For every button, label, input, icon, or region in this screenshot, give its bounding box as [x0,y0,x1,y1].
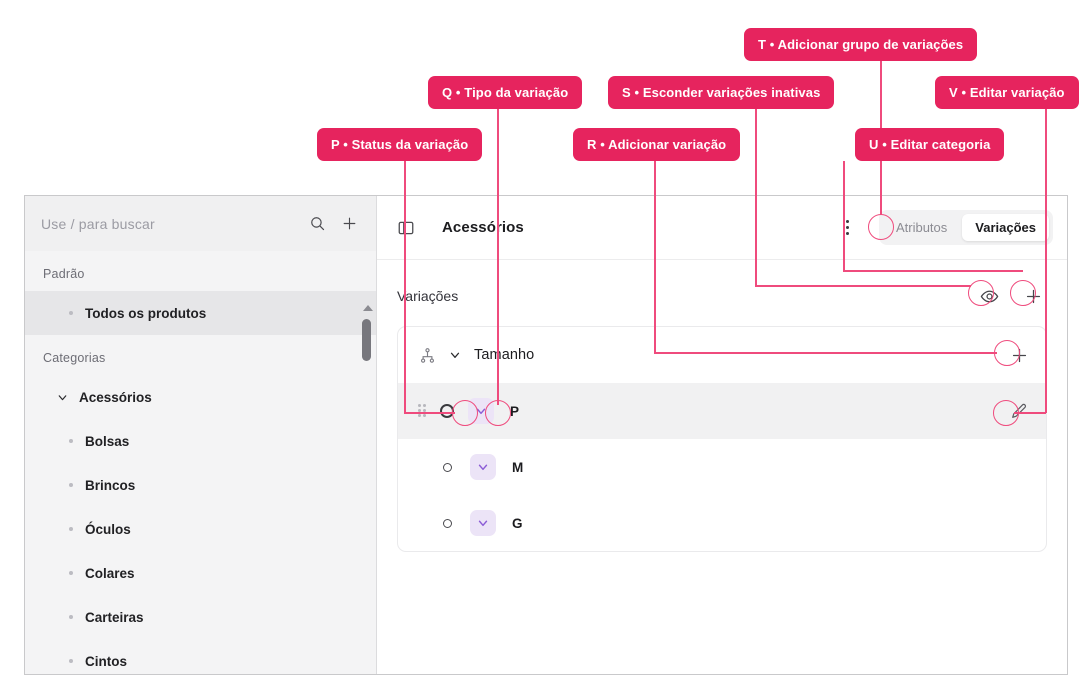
page-title: Acessórios [442,219,524,236]
variation-label: P [510,404,519,419]
eye-icon[interactable] [975,282,1003,310]
sidebar-item-bolsas[interactable]: Bolsas [25,419,376,463]
variation-row-g[interactable]: G [398,495,1046,551]
annotation-badge-v: V • Editar variação [935,76,1079,109]
sidebar-search-bar[interactable]: Use / para buscar [25,196,376,251]
chevron-down-icon[interactable] [55,390,69,404]
sidebar-item-oculos[interactable]: Óculos [25,507,376,551]
bullet-icon [69,571,73,575]
variation-row-m[interactable]: M [398,439,1046,495]
sidebar-item-label: Óculos [85,522,131,537]
sidebar-section-title-categorias: Categorias [25,335,376,375]
connector-s-arm [755,285,971,287]
variation-group-row[interactable]: Tamanho [398,327,1046,383]
bullet-icon [69,483,73,487]
variation-status-icon[interactable] [443,463,452,472]
connector-s [755,109,757,286]
connector-p [404,161,406,413]
tab-variacoes[interactable]: Variações [962,214,1049,241]
pencil-icon[interactable] [1006,398,1032,424]
sidebar-item-label: Carteiras [85,610,144,625]
connector-u [843,161,845,271]
variation-row-p[interactable]: P [398,383,1046,439]
sidebar-item-brincos[interactable]: Brincos [25,463,376,507]
sidebar-item-label: Bolsas [85,434,129,449]
connector-q [497,109,499,405]
sidebar-item-label: Cintos [85,654,127,669]
bullet-icon [69,659,73,663]
sidebar-item-todos-os-produtos[interactable]: Todos os produtos [25,291,376,335]
sidebar-scroll-area: Padrão Todos os produtos Categorias Aces… [25,251,376,674]
main-body: Variações [377,260,1067,674]
variation-type-chevron-icon[interactable] [470,510,496,536]
annotation-badge-q: Q • Tipo da variação [428,76,582,109]
sidebar-scrollbar[interactable] [360,251,374,674]
sidebar-item-colares[interactable]: Colares [25,551,376,595]
main-header: Acessórios Atributos Variações [377,196,1067,260]
bullet-icon [69,439,73,443]
sidebar-section-title-padrao: Padrão [25,251,376,291]
connector-r-arm [654,352,997,354]
variation-label: M [512,460,523,475]
scroll-up-arrow-icon[interactable] [363,305,373,311]
variation-status-icon[interactable] [440,404,454,418]
tab-group: Atributos Variações [879,210,1053,245]
scrollbar-thumb[interactable] [362,319,371,361]
connector-u-arm [843,270,1023,272]
annotation-badge-p: P • Status da variação [317,128,482,161]
plus-icon[interactable] [338,213,360,235]
more-vertical-icon[interactable] [835,215,861,241]
sidebar-item-label: Acessórios [79,390,152,405]
bullet-icon [69,615,73,619]
bullet-icon [69,311,73,315]
sidebar-item-label: Colares [85,566,135,581]
drag-handle-icon[interactable] [418,404,429,418]
hierarchy-icon [418,346,436,364]
sidebar: Use / para buscar Padrão Todos os produ [25,196,377,674]
annotation-badge-u: U • Editar categoria [855,128,1004,161]
sidebar-item-acessorios[interactable]: Acessórios [25,375,376,419]
add-variation-group-plus-icon[interactable] [1019,282,1047,310]
bullet-icon [69,527,73,531]
variation-status-icon[interactable] [443,519,452,528]
annotation-badge-s: S • Esconder variações inativas [608,76,834,109]
variation-type-chevron-icon[interactable] [470,454,496,480]
app-window: Use / para buscar Padrão Todos os produ [24,195,1068,675]
connector-r [654,161,656,353]
main-panel: Acessórios Atributos Variações Variações [377,196,1067,674]
variation-group-name: Tamanho [474,347,534,363]
annotation-badge-r: R • Adicionar variação [573,128,740,161]
add-variation-plus-icon[interactable] [1006,342,1032,368]
connector-v-arm [1014,412,1046,414]
search-icon[interactable] [306,213,328,235]
connector-v [1045,109,1047,413]
search-input[interactable]: Use / para buscar [41,216,296,232]
variation-label: G [512,516,523,531]
variation-type-chevron-icon[interactable] [468,398,494,424]
panel-toggle-icon[interactable] [395,217,417,239]
sidebar-item-label: Brincos [85,478,135,493]
section-title: Variações [397,288,458,304]
tab-atributos[interactable]: Atributos [883,214,960,241]
variation-group-card: Tamanho [397,326,1047,552]
annotation-badge-t: T • Adicionar grupo de variações [744,28,977,61]
connector-p-arm [404,412,455,414]
sidebar-item-carteiras[interactable]: Carteiras [25,595,376,639]
sidebar-item-cintos[interactable]: Cintos [25,639,376,675]
sidebar-item-label: Todos os produtos [85,306,206,321]
chevron-down-icon[interactable] [448,348,462,362]
